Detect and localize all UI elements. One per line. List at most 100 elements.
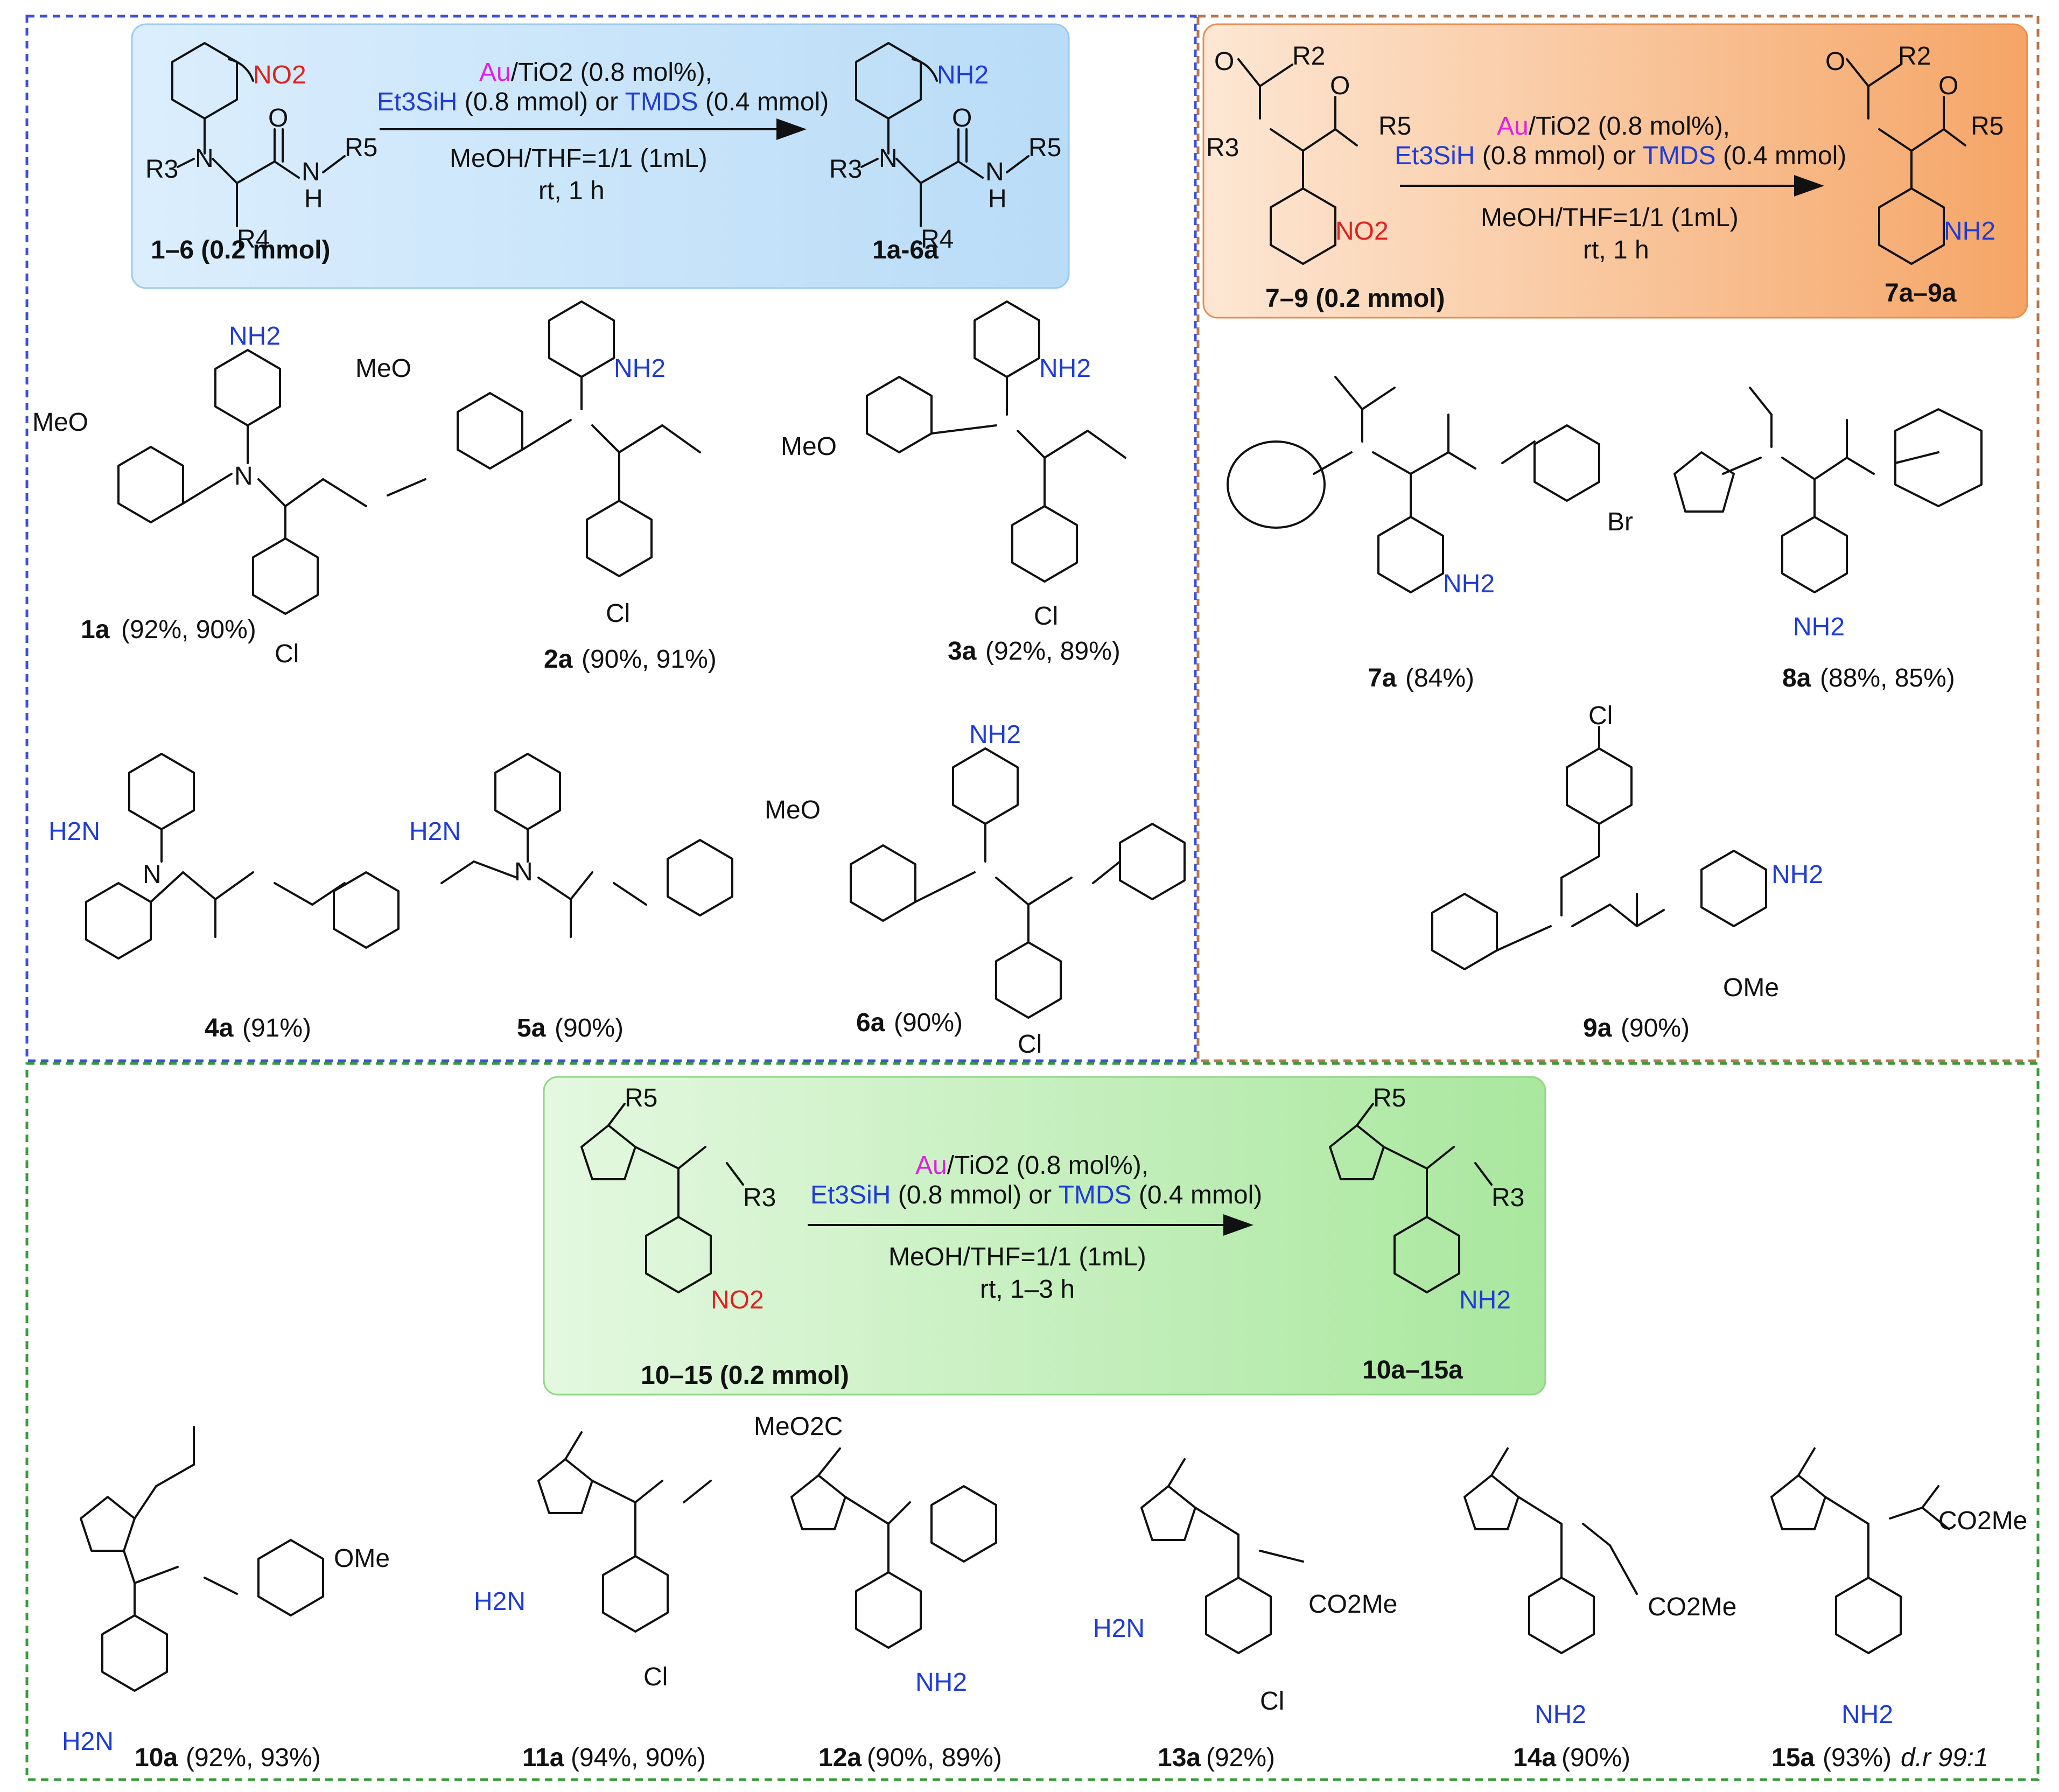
amide-h-label: H [988,185,1007,213]
panel3-start-label: 10–15 (0.2 mmol) [641,1361,849,1390]
nh2-label: NH2 [1793,613,1845,641]
silane-a-label: Et3SiH [377,88,457,116]
product-id: 7a [1368,664,1397,692]
product-id: 4a [205,1014,234,1042]
r5-label: R5 [1373,1084,1406,1112]
nh2-label: NH2 [1771,860,1823,889]
panel3-time: rt, 1–3 h [980,1275,1075,1304]
product-id: 12a [818,1744,862,1772]
panel3-reactant-structure: R5 R3 NO2 10–15 (0.2 mmol) [580,1084,849,1390]
product-yield: (92%, 89%) [985,637,1120,666]
product-yield: (90%, 91%) [582,645,717,674]
panel3-product-label: 10a–15a [1362,1356,1463,1384]
r5-label: R5 [625,1084,657,1112]
catalyst-support-label: /TiO2 (0.8 mol%), [511,58,712,87]
cl-label: Cl [1588,702,1613,730]
product-yield: (90%) [1621,1014,1690,1042]
product-4a: H2N N 4a (91%) [48,753,400,1042]
panel3-conditions: Au/TiO2 (0.8 mol%), Et3SiH (0.8 mmol) or… [808,1151,1262,1304]
r5-label: R5 [1378,112,1411,141]
product-id: 11a [522,1744,564,1772]
panel2-product-structure: O R2 O R5 NH2 7a–9a [1825,42,2004,307]
panel-frames [25,15,2040,1781]
r5-label: R5 [1971,112,2004,141]
panel2-product-label: 7a–9a [1885,279,1957,307]
panel2-reaction-box [1202,23,2028,319]
co2me-label: CO2Me [1648,1593,1736,1621]
nitro-group-label: NO2 [253,61,306,89]
svg-text:Au/TiO2 (0.8 mol%),: Au/TiO2 (0.8 mol%), [915,1151,1148,1180]
cl-label: Cl [1034,602,1058,631]
catalyst-metal-label: Au [915,1151,947,1180]
n-atom-label: N [195,144,214,173]
cl-label: Cl [606,599,630,628]
silane-b-label: TMDS [1643,142,1716,170]
nh2-label: NH2 [915,1668,967,1697]
product-3a: NH2 MeO Cl 3a (92%, 89%) [781,300,1126,666]
silane-a-amount: (0.8 mmol) or [457,88,625,116]
panel3-product-structure: R5 R3 NH2 10a–15a [1329,1084,1524,1384]
product-6a: NH2 MeO Cl 6a (90%) [765,720,1186,1059]
r2-label: R2 [1292,42,1325,71]
amine-group-label: NH2 [1459,1286,1511,1314]
panel2-start-label: 7–9 (0.2 mmol) [1265,284,1445,313]
ome-label: OMe [334,1544,390,1573]
product-id: 1a [81,615,110,644]
product-yield: (94%, 90%) [571,1744,706,1772]
silane-b-amount: (0.4 mmol) [1716,142,1847,170]
co2me-label: CO2Me [1308,1590,1397,1619]
h2n-label: H2N [474,1587,526,1616]
meo-label: MeO [32,408,88,437]
product-yield: (90%, 89%) [867,1744,1002,1772]
panel3-solvent: MeOH/THF=1/1 (1mL) [888,1243,1146,1271]
product-id: 8a [1782,664,1811,692]
product-yield: (90%) [894,1009,963,1037]
catalyst-metal-label: Au [479,58,511,87]
meo-label: MeO [765,796,821,824]
h2n-label: H2N [1093,1614,1145,1643]
o-label: O [1825,47,1845,76]
nh2-label: NH2 [969,720,1021,749]
product-13a: CO2Me H2N Cl 13a (92%) [1093,1458,1397,1772]
nh2-label: NH2 [229,322,281,351]
br-label: Br [1607,508,1633,536]
o-label: O [1938,72,1958,100]
product-id: 10a [135,1744,178,1772]
panel1-product-structure: NH2 N R3 R4 O N H R5 1a-6a [829,42,1061,264]
product-5a: H2N N 5a (90%) [409,753,733,1042]
panel2-solvent: MeOH/THF=1/1 (1mL) [1481,204,1739,232]
product-10a: OMe H2N 10a (92%, 93%) [62,1426,390,1772]
product-id: 13a [1158,1744,1201,1772]
r4-label: R4 [921,225,954,254]
nitro-group-label: NO2 [711,1286,764,1314]
h2n-label: H2N [62,1727,114,1756]
silane-a-label: Et3SiH [810,1181,891,1209]
cl-label: Cl [1260,1687,1284,1716]
amide-h-label: H [304,185,323,213]
r3-label: R3 [1206,134,1239,162]
r3-label: R3 [1491,1184,1524,1212]
panel1-solvent: MeOH/THF=1/1 (1mL) [450,144,708,173]
product-2a: NH2 MeO Cl 2a (90%, 91%) [355,300,717,674]
nh2-label: NH2 [1535,1700,1586,1729]
product-id: 6a [856,1009,885,1037]
r4-label: R4 [237,225,270,254]
panel2-reactant-structure: O R2 O R3 R5 NO2 7–9 (0.2 mmol) [1206,42,1445,313]
amide-n-label: N [985,158,1004,186]
diastereomeric-ratio: d.r 99:1 [1901,1744,1988,1772]
product-9a: Cl NH2 OMe 9a (90%) [1431,702,1823,1042]
carbonyl-o-label: O [268,104,288,132]
product-11a: H2N Cl 11a (94%, 90%) [474,1431,712,1772]
product-12a: MeO2C NH2 12a (90%, 89%) [754,1412,1002,1772]
silane-a-label: Et3SiH [1395,142,1475,170]
n-atom-label: N [143,860,162,889]
panel1-reactant-structure: NO2 N R3 R4 O N H R5 1–6 (0.2 mmol) [145,42,377,264]
nh2-label: NH2 [1039,354,1091,383]
svg-text:Et3SiH (0.8 mmol) or TMDS (0.4: Et3SiH (0.8 mmol) or TMDS (0.4 mmol) [810,1181,1262,1209]
nh2-label: NH2 [1841,1700,1893,1729]
o-label: O [1330,72,1350,100]
silane-a-amount: (0.8 mmol) or [891,1181,1058,1209]
silane-b-amount: (0.4 mmol) [1132,1181,1263,1209]
product-8a: NH2 8a (88%, 85%) [1673,387,1983,692]
